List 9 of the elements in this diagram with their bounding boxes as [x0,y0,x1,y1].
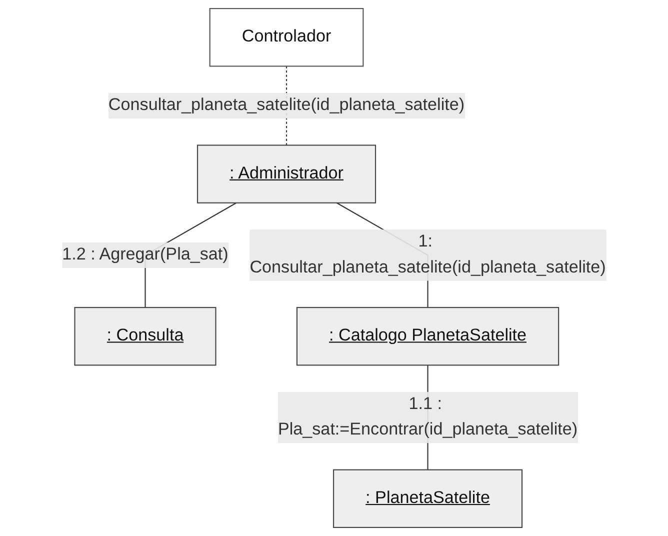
edge-label: 1.1 : Pla_sat:=Encontrar(id_planeta_satelite) [278,395,578,439]
node-box: Controlador [209,8,364,67]
edge-label: 1: Consultar_planeta_satelite(id_planeta_satelite) [250,232,606,277]
node-box: : PlanetaSatelite [332,469,523,528]
node-box: : Catalogo PlanetaSatelite [296,306,560,366]
edge-label: 1.2 : Agregar(Pla_sat) [62,246,228,264]
node-box: : Administrador [196,144,376,204]
edge-label: Consultar_planeta_satelite(id_planeta_satelite) [108,96,465,114]
node-box: : Consulta [74,306,216,366]
